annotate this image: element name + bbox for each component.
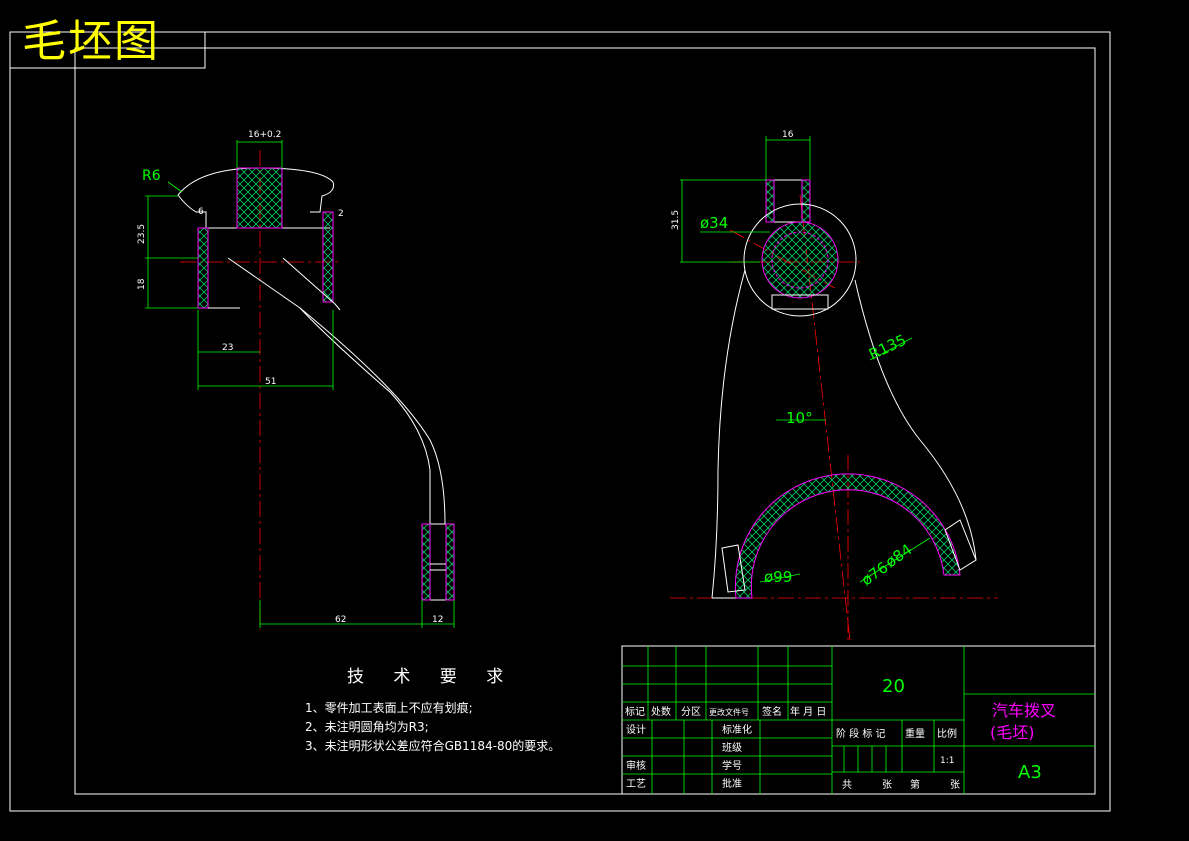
right-view: 16 31.5 ø34 R135 10° ø99 ø76 ø84 [670,130,998,641]
note-item: 1、零件加工表面上不应有划痕; [305,701,473,715]
tb-stage-label: 阶 段 标 记 [836,727,886,740]
tb-header-mark: 标记 [625,706,645,718]
notes-heading: 技 术 要 求 [347,667,516,687]
tb-mid-class: 班级 [722,742,742,754]
tb-sheet-size: A3 [1018,762,1042,783]
dim-fork-mid: ø84 [882,540,915,571]
tb-part-name-sub: (毛坯) [990,723,1035,742]
dim-top-width: 16+0.2 [248,130,281,140]
dim-foot: 12 [432,615,443,625]
dim-hub-height: 31.5 [671,210,681,230]
dim-angle: 10° [786,409,813,427]
tb-row-process: 工艺 [626,778,646,790]
tb-header-sign: 签名 [762,705,782,718]
dim-offset-left: 6 [198,207,204,217]
technical-requirements: 技 术 要 求 1、零件加工表面上不应有划痕; 2、未注明圆角均为R3; 3、未… [305,662,560,756]
tb-row-design: 设计 [626,723,646,736]
tb-sheet-total: 共 [842,779,852,791]
tb-mid-standard: 标准化 [722,723,752,736]
note-item: 2、未注明圆角均为R3; [305,720,429,734]
dim-fillet: R6 [142,168,161,184]
tb-row-review: 审核 [626,759,646,772]
tb-quantity: 20 [882,676,905,697]
tb-header-change: 更改文件号 [709,707,749,717]
left-view: 16+0.2 R6 6 2 23.5 18 23 51 62 12 [137,130,455,630]
title-block: 标记 处数 分区 更改文件号 签名 年 月 日 设计 审核 工艺 标准化 班级 … [621,645,1096,795]
tb-sheet-no: 第 [910,778,920,791]
tb-header-count: 处数 [651,705,671,718]
dim-arc-radius: R135 [866,331,909,364]
dim-offset-right: 2 [338,209,344,219]
tb-scale-label: 比例 [937,727,957,740]
tb-sheet-unit2: 张 [950,779,960,791]
title-box [9,31,206,69]
dim-reach: 62 [335,615,346,625]
dim-hub-top-width: 16 [782,130,794,140]
tb-mid-id: 学号 [722,759,742,772]
outer-border [9,31,1111,812]
dim-width-inner: 23 [222,343,233,353]
dim-height-lower: 18 [137,278,147,290]
tb-header-zone: 分区 [681,706,701,718]
dim-hub-diameter: ø34 [700,214,728,232]
dim-width-outer: 51 [265,377,276,387]
tb-mid-approve: 批准 [722,777,742,790]
note-item: 3、未注明形状公差应符合GB1184-80的要求。 [305,739,561,753]
tb-sheet-unit1: 张 [882,779,892,791]
inner-border [74,47,1096,795]
dim-height-upper: 23.5 [137,224,147,244]
dim-fork-outer: ø99 [764,568,792,586]
tb-part-name: 汽车拨叉 [992,701,1056,720]
tb-header-date: 年 月 日 [790,705,826,718]
tb-scale-value: 1:1 [940,756,954,766]
page-title: 毛坯图 [22,16,160,67]
tb-weight-label: 重量 [905,727,925,740]
